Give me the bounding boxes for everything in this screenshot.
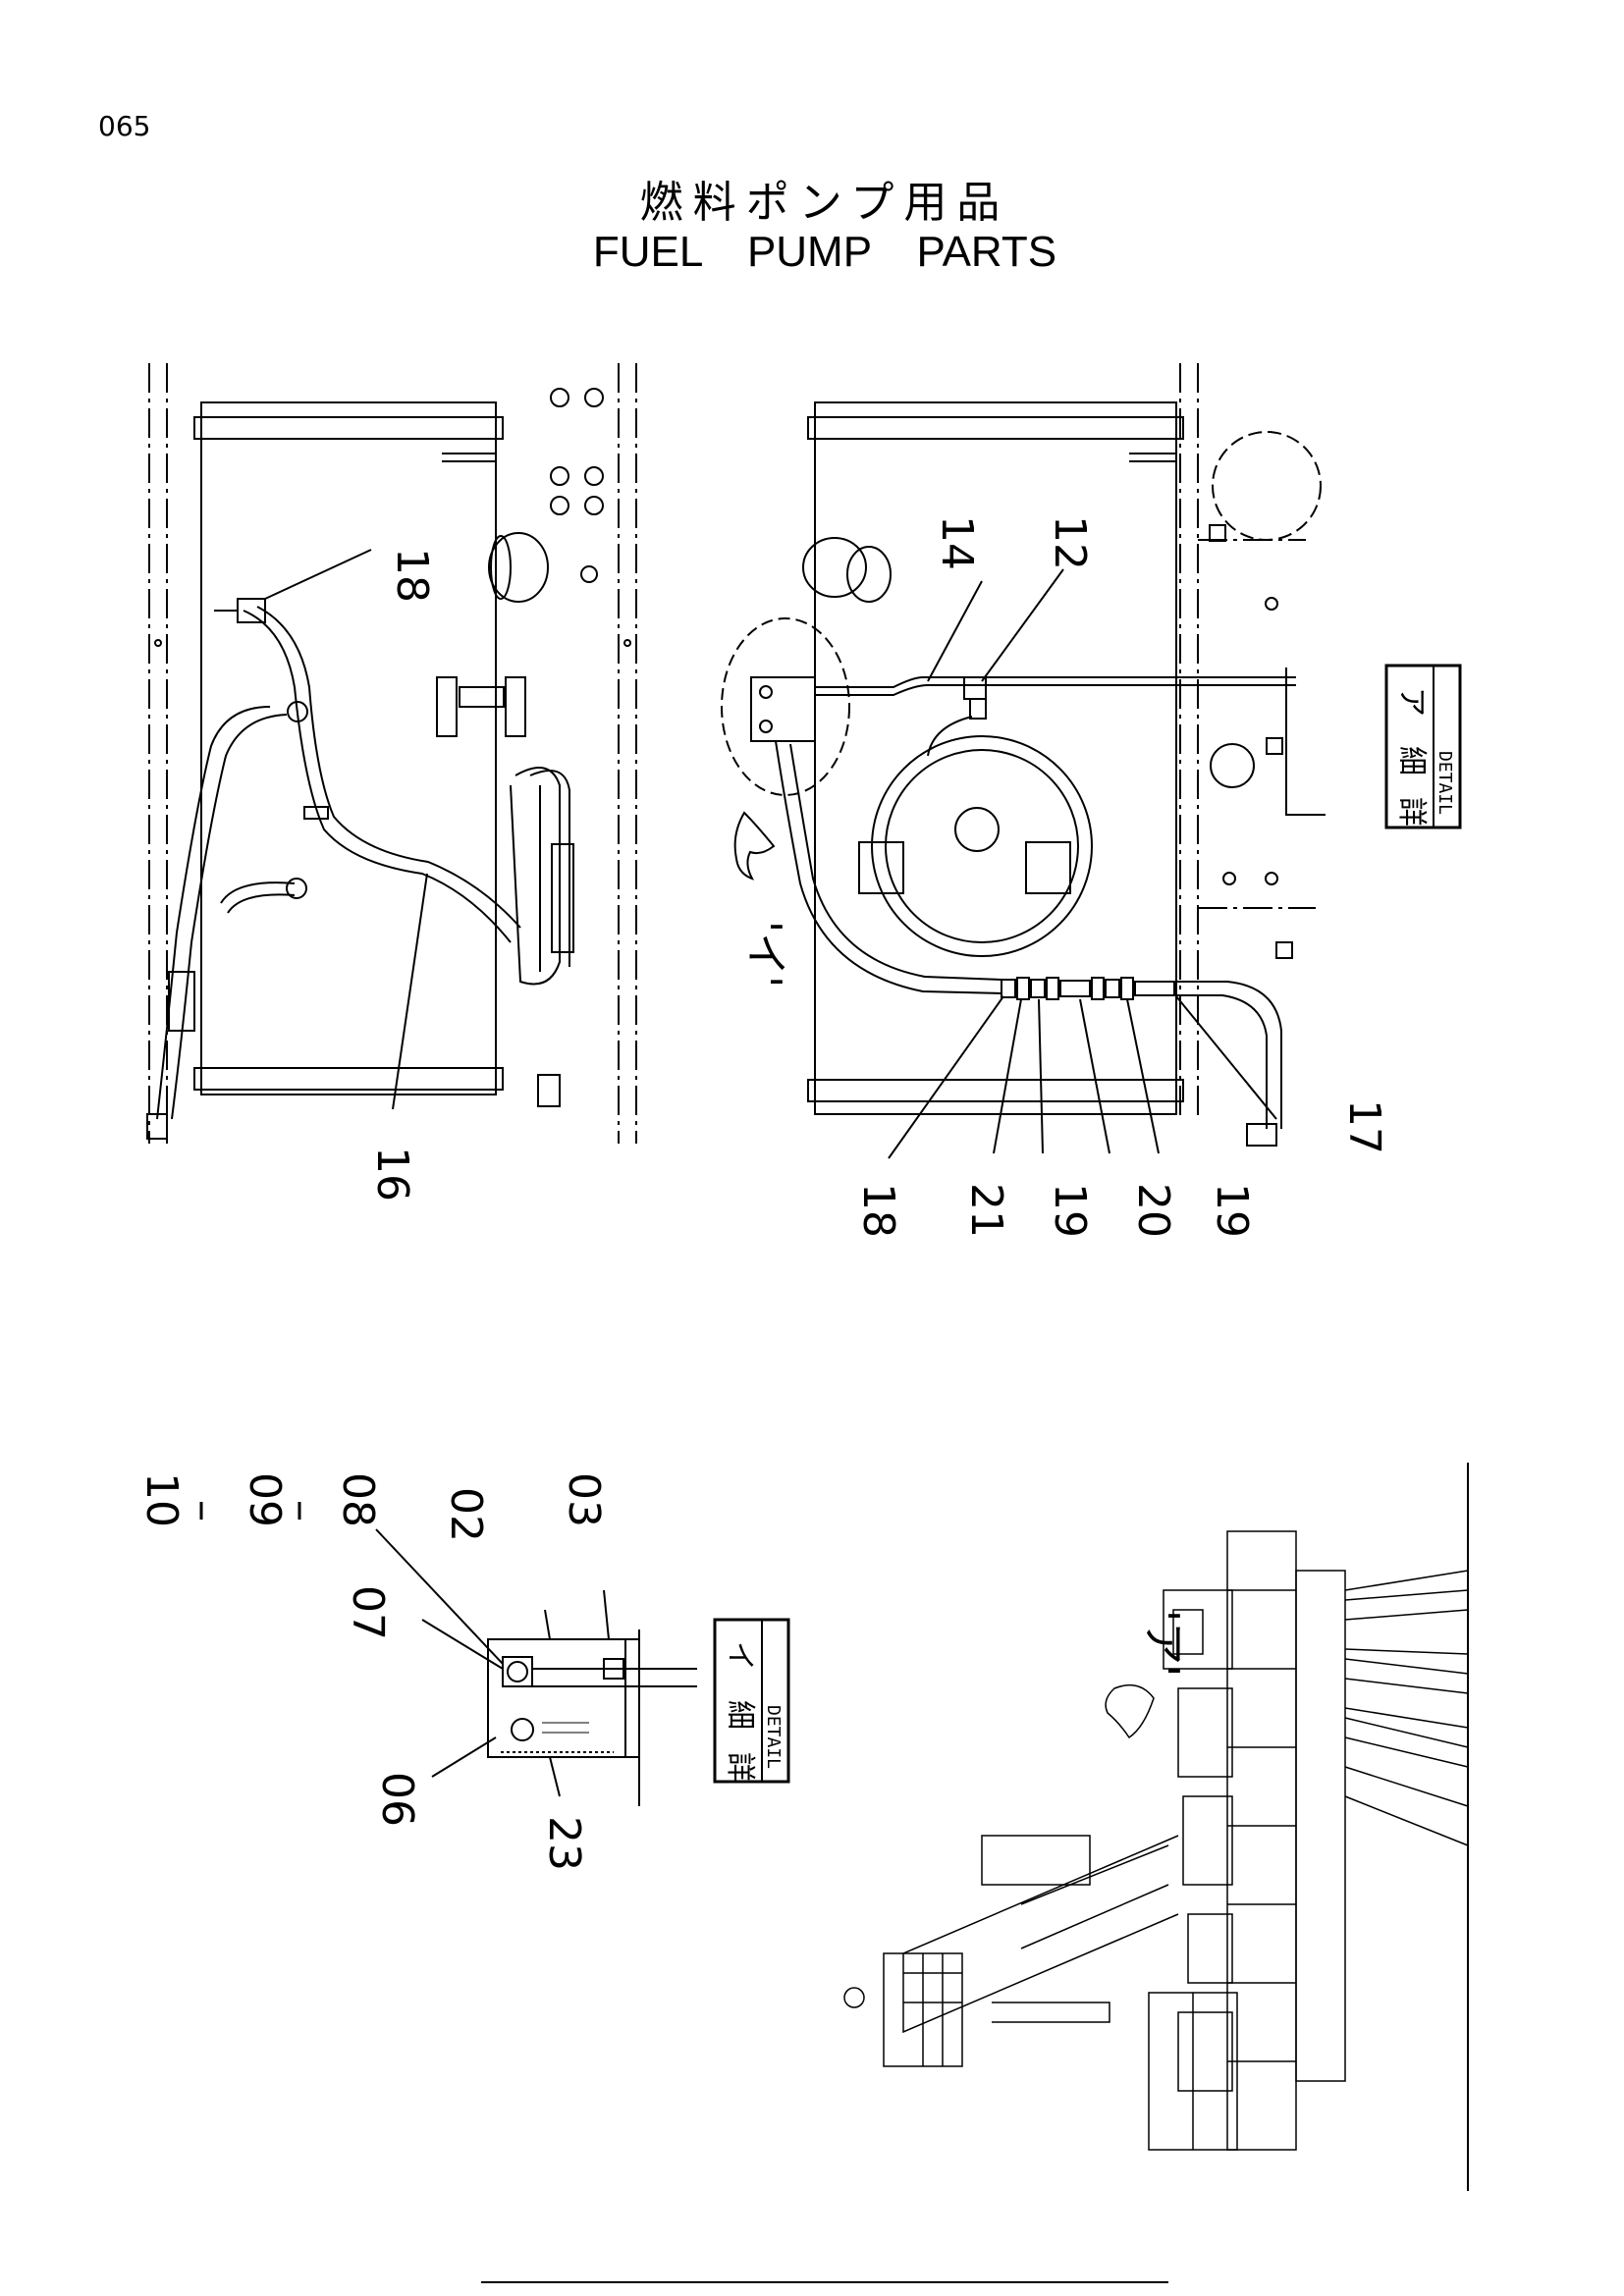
callout-20: 20 [1128,1183,1178,1238]
detail-a-label: DETAIL [1435,751,1455,815]
callout-18-left: 18 [387,548,437,603]
callout-14: 14 [932,515,982,570]
callout-16: 16 [367,1147,417,1201]
marker-i-top: 'イ' [740,921,790,988]
top-left-tank-view [146,363,637,1144]
detail-i-kanji-2: 細 [723,1700,757,1730]
pump-switch-box-view [375,1528,697,1806]
callout-17: 17 [1339,1099,1389,1154]
top-right-tank-view [721,363,1326,1159]
page-title-japanese: 燃料ポンプ用品 [639,178,1010,228]
callout-18-right: 18 [853,1183,903,1238]
detail-a-kanji-2: 細 [1394,746,1429,775]
page-title-english: FUEL PUMP PARTS [592,228,1057,276]
detail-a-kanji-1: 詳 [1394,797,1429,827]
callout-09: 09 [240,1472,290,1527]
callout-19-b: 19 [1207,1183,1257,1238]
detail-i-box [713,1618,790,1784]
page-number: 065 [98,110,151,142]
callout-03: 03 [559,1472,609,1527]
callout-10: 10 [136,1472,187,1527]
callout-21: 21 [961,1183,1011,1238]
callout-19-a: 19 [1045,1183,1095,1238]
callout-06: 06 [372,1772,422,1827]
callout-23: 23 [539,1816,589,1871]
callout-07: 07 [343,1585,393,1640]
detail-a-mark: ア [1394,687,1429,717]
detail-i-label: DETAIL [763,1705,784,1769]
detail-a-box [1384,664,1462,829]
detail-i-mark: イ [723,1641,757,1671]
marker-a-bottom: 'ア' [1138,1610,1188,1677]
crane-overview [843,1463,1469,2191]
callout-12: 12 [1045,515,1095,570]
callout-08: 08 [333,1472,383,1527]
detail-i-kanji-1: 詳 [723,1752,757,1782]
callout-02: 02 [441,1487,491,1542]
